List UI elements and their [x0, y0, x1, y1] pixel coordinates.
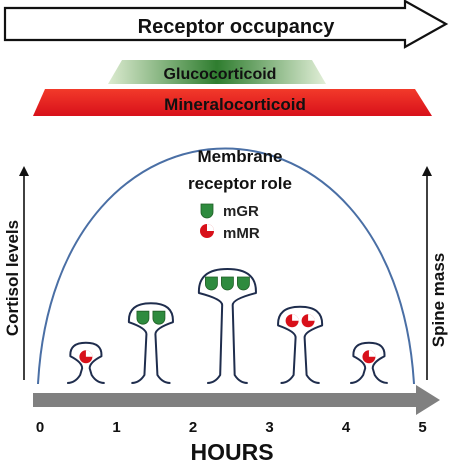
mgr-receptor — [136, 310, 150, 325]
cortisol-axis-arrow — [19, 166, 29, 380]
cortisol-axis-label: Cortisol levels — [3, 220, 22, 336]
mgr-legend-icon — [200, 203, 214, 219]
hour-tick-2: 2 — [189, 419, 197, 436]
hour-tick-0: 0 — [36, 419, 44, 436]
spine-1 — [67, 341, 105, 384]
receptor-occupancy-label: Receptor occupancy — [138, 16, 336, 38]
spine-outline — [197, 268, 257, 384]
mgr-receptor — [205, 276, 218, 291]
mmr-receptor — [362, 350, 376, 364]
hour-tick-1: 1 — [112, 419, 120, 436]
spine-outline — [350, 341, 388, 384]
mgr-receptor — [237, 276, 250, 291]
hour-tick-3: 3 — [265, 419, 273, 436]
mmr-receptor — [79, 350, 93, 364]
mineralocorticoid-banner: Mineralocorticoid — [33, 89, 432, 116]
mineralocorticoid-label: Mineralocorticoid — [164, 95, 306, 114]
cortisol-curve — [37, 147, 415, 385]
hour-tick-4: 4 — [342, 419, 351, 436]
spine-mass-axis-arrow — [422, 166, 432, 380]
mgr-legend-label: mGR — [223, 203, 259, 220]
mgr-receptor — [221, 276, 234, 291]
dendritic-spines — [67, 268, 388, 384]
mmr-receptor — [285, 314, 299, 328]
spine-4 — [277, 305, 324, 384]
time-axis-arrow — [33, 385, 440, 415]
spine-outline — [277, 305, 324, 384]
legend: mGR mMR — [200, 203, 260, 242]
hours-axis-title: HOURS — [190, 439, 273, 465]
mmr-legend-icon — [200, 224, 214, 238]
glucocorticoid-label: Glucocorticoid — [164, 66, 277, 83]
membrane-title-line2: receptor role — [188, 174, 292, 193]
hour-tick-5: 5 — [418, 419, 426, 436]
hour-ticks: 0 1 2 3 4 5 — [36, 419, 427, 436]
spine-outline — [67, 341, 105, 384]
spine-5 — [350, 341, 388, 384]
membrane-title-line1: Membrane — [197, 147, 282, 166]
glucocorticoid-banner: Glucocorticoid — [108, 60, 326, 84]
mgr-receptor — [152, 310, 166, 325]
spine-outline — [127, 302, 174, 384]
spine-2 — [127, 302, 174, 384]
mmr-receptor — [301, 314, 315, 328]
spine-mass-axis-label: Spine mass — [429, 253, 448, 348]
mmr-legend-label: mMR — [223, 225, 260, 242]
spine-3 — [197, 268, 257, 384]
receptor-occupancy-arrow: Receptor occupancy — [3, 0, 449, 49]
